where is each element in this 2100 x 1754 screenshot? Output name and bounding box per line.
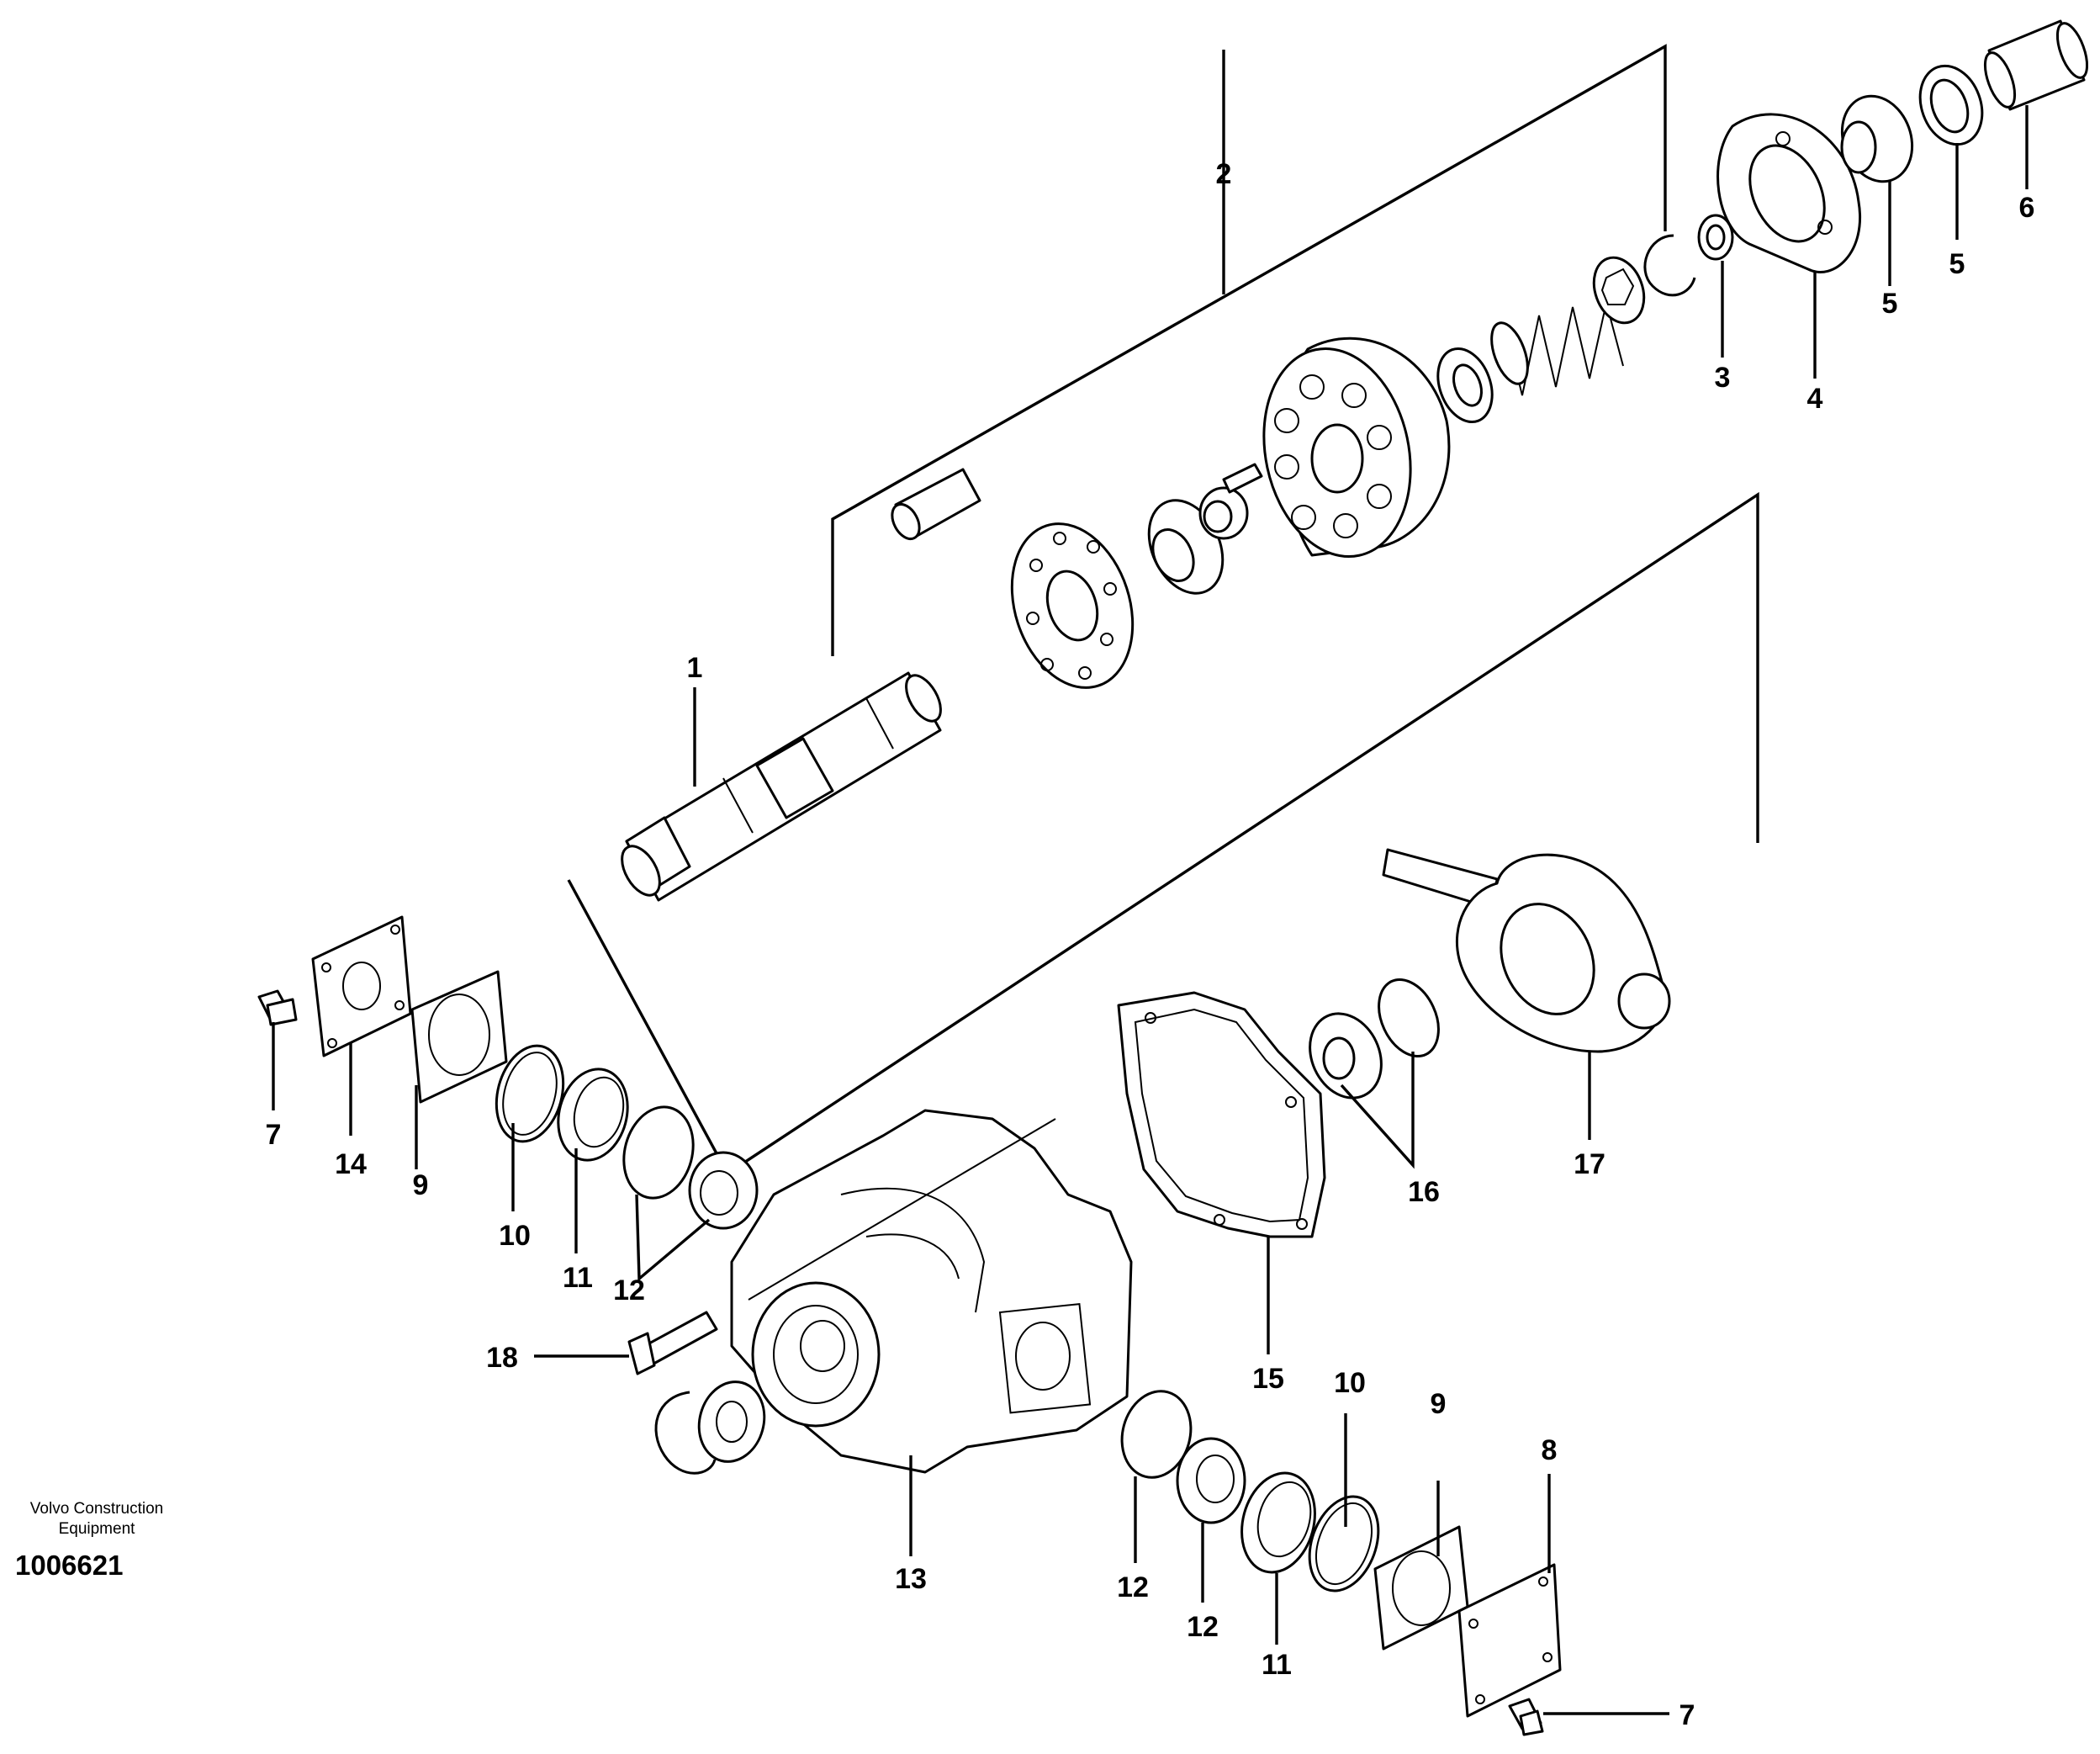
callout-10-upper: 10 (499, 1220, 531, 1252)
callout-3: 3 (1715, 362, 1731, 394)
credit-line-2: Equipment (58, 1520, 135, 1538)
bearing-part-12 (622, 1105, 759, 1230)
snap-ring (1643, 214, 1734, 297)
pump-housing-part-13 (730, 1109, 1133, 1474)
cylinder-block (1262, 336, 1451, 559)
callout-6: 6 (2019, 192, 2035, 224)
callout-10-lower: 10 (1334, 1367, 1366, 1399)
cover-plate-part-14 (311, 915, 412, 1057)
callout-1: 1 (687, 652, 703, 684)
callout-8: 8 (1542, 1434, 1558, 1466)
callout-labels: 1 2 3 4 5 5 6 7 14 9 10 11 12 18 13 15 1… (266, 158, 2035, 1731)
race-part-11 (557, 1068, 629, 1162)
screw-part-7-lower (1508, 1698, 1544, 1736)
callout-11-lower: 11 (1262, 1649, 1292, 1681)
cover-plate-part-8 (1457, 1563, 1562, 1718)
callout-7-lower: 7 (1679, 1699, 1695, 1731)
callout-7-upper: 7 (266, 1119, 282, 1151)
callout-16: 16 (1408, 1176, 1440, 1208)
spline-bushing (1147, 463, 1263, 595)
lower-bearing-stack (1120, 1390, 1380, 1592)
yoke-part-17 (1382, 848, 1671, 1053)
credit-line-1: Volvo Construction (29, 1500, 164, 1518)
guide-pin (891, 468, 981, 541)
shaft-part-1 (621, 671, 942, 902)
screw-part-7-upper (257, 989, 298, 1026)
callout-15: 15 (1252, 1363, 1284, 1395)
bearing-part-16 (1309, 978, 1440, 1100)
callout-17: 17 (1574, 1148, 1605, 1180)
callout-5-left: 5 (1882, 288, 1898, 320)
callout-12-upper: 12 (613, 1274, 645, 1306)
callout-2: 2 (1216, 158, 1232, 190)
group-1-bracket (567, 491, 1759, 1176)
document-number: 1006621 (15, 1550, 124, 1581)
bearing-part-5 (1840, 64, 1984, 183)
swash-plate-part-4 (1716, 113, 1861, 273)
valve-plate (1010, 522, 1135, 689)
leader-lines (272, 50, 2029, 1715)
manufacturer-credit: Volvo Construction Equipment (17, 1499, 177, 1539)
snap-ring-lower (654, 1380, 766, 1475)
group-2-bracket (831, 44, 1667, 656)
callout-4: 4 (1807, 383, 1823, 415)
callout-9-lower: 9 (1431, 1388, 1447, 1420)
gasket-part-9 (410, 970, 508, 1104)
spring-and-washers (1436, 256, 1646, 424)
callout-18: 18 (486, 1342, 518, 1374)
bolt-part-18 (627, 1311, 718, 1375)
callout-13: 13 (895, 1563, 927, 1595)
sleeve-part-6 (1983, 19, 2089, 111)
callout-11-upper: 11 (563, 1262, 593, 1294)
gasket-part-9-lower (1373, 1525, 1469, 1651)
callout-9-upper: 9 (413, 1169, 429, 1201)
callout-12-lower-right: 12 (1187, 1611, 1219, 1643)
gasket-part-15 (1117, 991, 1326, 1238)
callout-5-right: 5 (1949, 248, 1965, 280)
callout-12-lower-left: 12 (1117, 1571, 1149, 1603)
callout-14: 14 (335, 1148, 367, 1180)
